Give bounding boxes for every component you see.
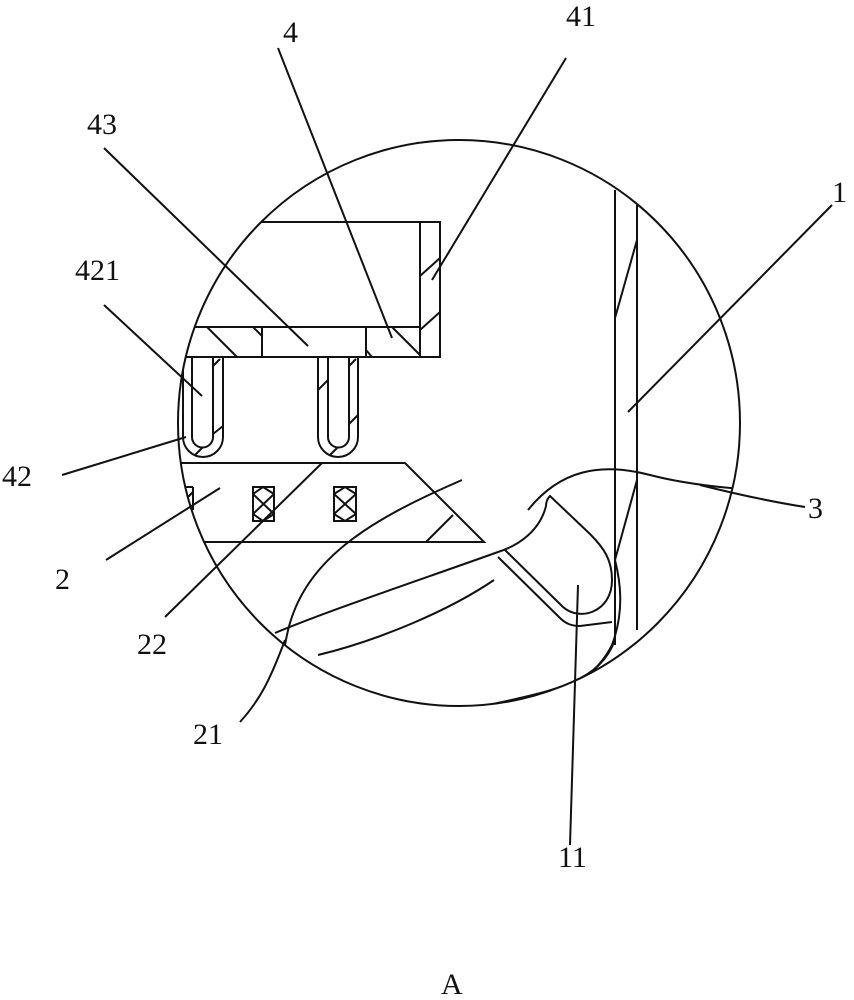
material-3 [274, 468, 740, 706]
label-3: 3 [808, 492, 823, 525]
detail-circle [177, 139, 741, 707]
label-41: 41 [566, 0, 596, 33]
blade-2 [178, 462, 487, 543]
finger-42-right [317, 357, 359, 458]
hook-11 [497, 494, 614, 628]
label-22: 22 [137, 628, 167, 661]
label-1: 1 [832, 176, 847, 209]
block-4 [180, 221, 441, 358]
view-label: A [441, 968, 463, 1000]
label-43: 43 [87, 108, 117, 141]
wall-1 [614, 190, 638, 645]
label-21: 21 [193, 718, 223, 751]
finger-42-left [182, 357, 224, 458]
label-421: 421 [75, 254, 120, 287]
leader-lines [61, 47, 833, 846]
label-2: 2 [55, 563, 70, 596]
part-21-curve [234, 479, 463, 706]
label-11: 11 [558, 841, 587, 874]
label-4: 4 [283, 16, 298, 49]
label-42: 42 [2, 460, 32, 493]
